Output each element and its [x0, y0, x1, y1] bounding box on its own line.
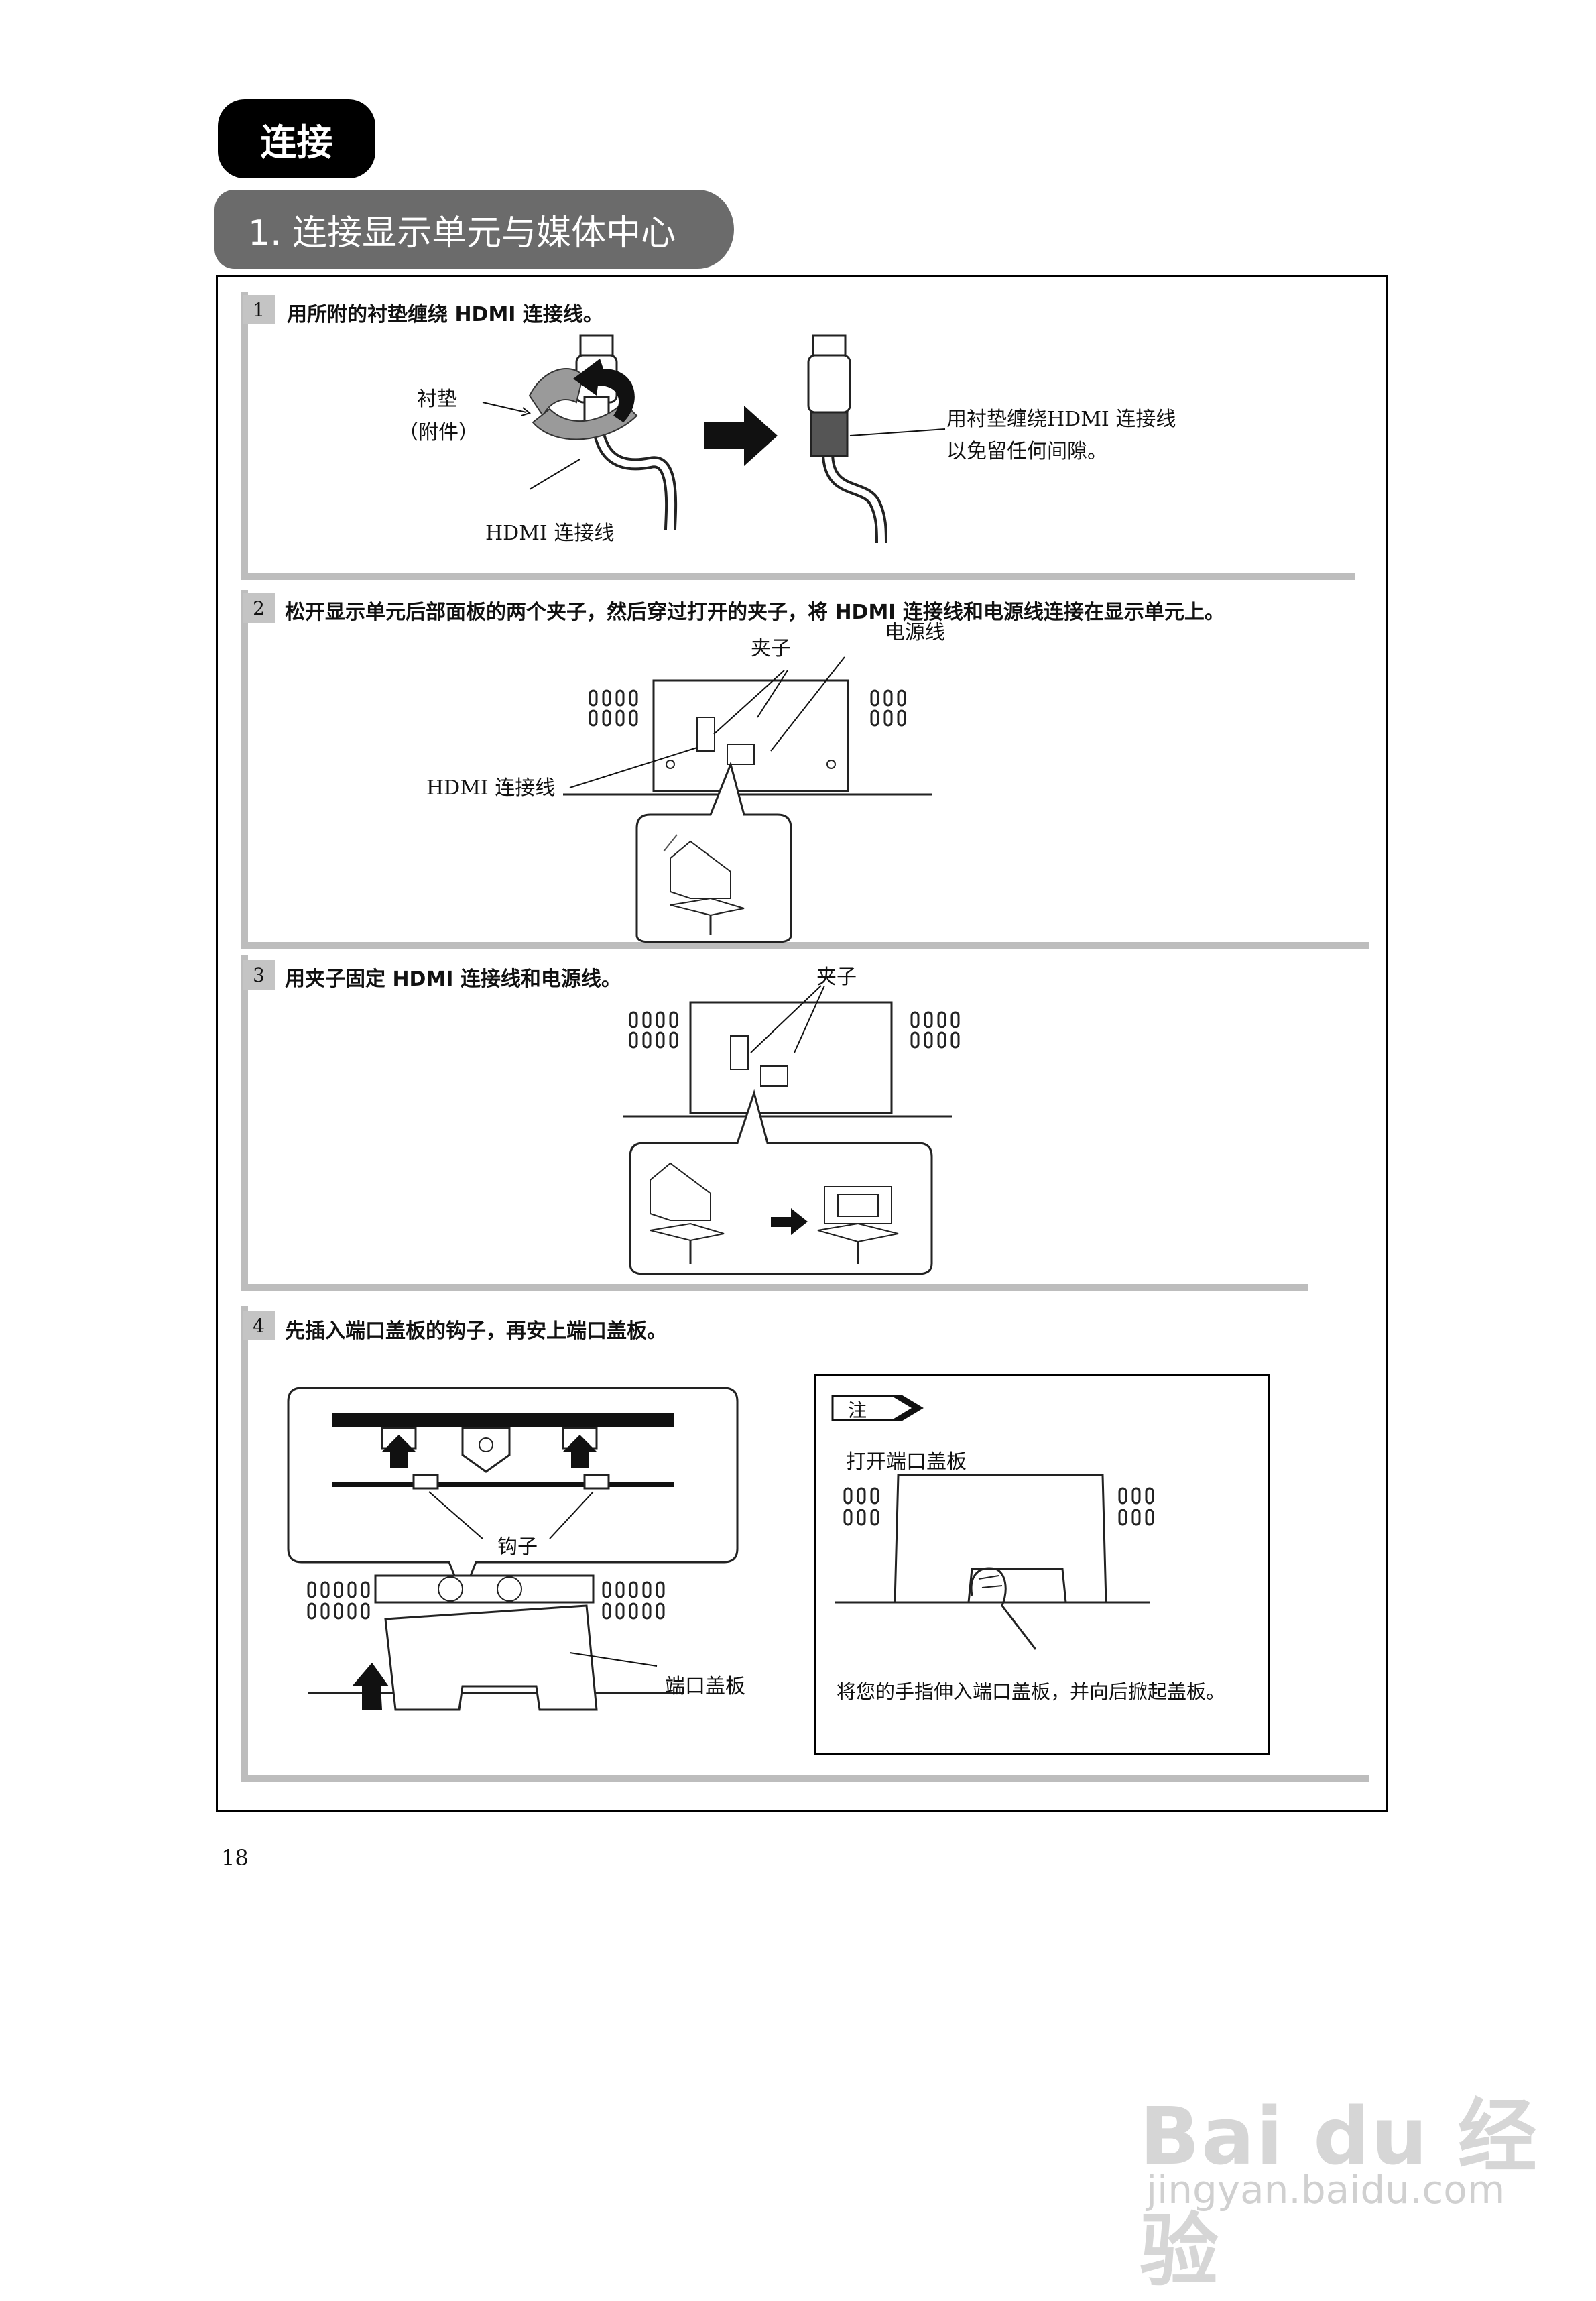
step-2-power-label: 电源线 [885, 621, 945, 644]
step-1-pad-label: 衬垫 [417, 388, 457, 411]
step-3-number: 3 [243, 960, 275, 990]
watermark-url: jingyan.baidu.com [1146, 2167, 1506, 2212]
page-number: 18 [221, 1845, 249, 1871]
content-frame [216, 275, 1388, 1812]
step-1-number: 1 [243, 295, 275, 324]
step-4-text: 先插入端口盖板的钩子，再安上端口盖板。 [285, 1319, 667, 1343]
step-4-port-cover-label: 端口盖板 [665, 1675, 745, 1698]
step-1-box [241, 292, 1355, 580]
step-2-text: 松开显示单元后部面板的两个夹子，然后穿过打开的夹子，将 HDMI 连接线和电源线… [285, 601, 1225, 624]
step-2-clip-label: 夹子 [751, 637, 791, 660]
step-4-number: 4 [243, 1311, 275, 1340]
step-1-text: 用所附的衬垫缠绕 HDMI 连接线。 [287, 303, 603, 327]
section-title: 连接 [218, 99, 375, 178]
step-2-box [241, 590, 1369, 949]
step-3-text: 用夹子固定 HDMI 连接线和电源线。 [285, 967, 621, 991]
step-2-illustration [563, 656, 932, 943]
step-2-number: 2 [243, 593, 275, 623]
step-4-illustration [287, 1386, 739, 1711]
step-2-hdmi-label: HDMI 连接线 [426, 776, 556, 800]
note-text: 将您的手指伸入端口盖板，并向后掀起盖板。 [837, 1680, 1226, 1703]
step-1-pad-note: （附件） [398, 421, 479, 445]
note-title: 打开端口盖板 [846, 1450, 967, 1474]
step-1-wrap-note-1: 用衬垫缠绕HDMI 连接线 [946, 408, 1176, 431]
note-illustration [835, 1474, 1154, 1650]
note-tag: 注 [848, 1399, 867, 1421]
note-tag-icon [831, 1395, 924, 1421]
step-3-illustration [623, 985, 960, 1275]
step-1-wrap-note-2: 以免留任何间隙。 [946, 440, 1107, 463]
step-4-hook-label: 钩子 [497, 1535, 538, 1559]
section-subtitle: 1. 连接显示单元与媒体中心 [214, 190, 734, 269]
step-3-clip-label: 夹子 [816, 965, 857, 989]
step-4-box [241, 1306, 1369, 1782]
step-3-box [241, 955, 1308, 1291]
note-box [814, 1374, 1270, 1755]
step-1-hdmi-label: HDMI 连接线 [485, 522, 615, 545]
step-1-illustration [482, 334, 946, 544]
